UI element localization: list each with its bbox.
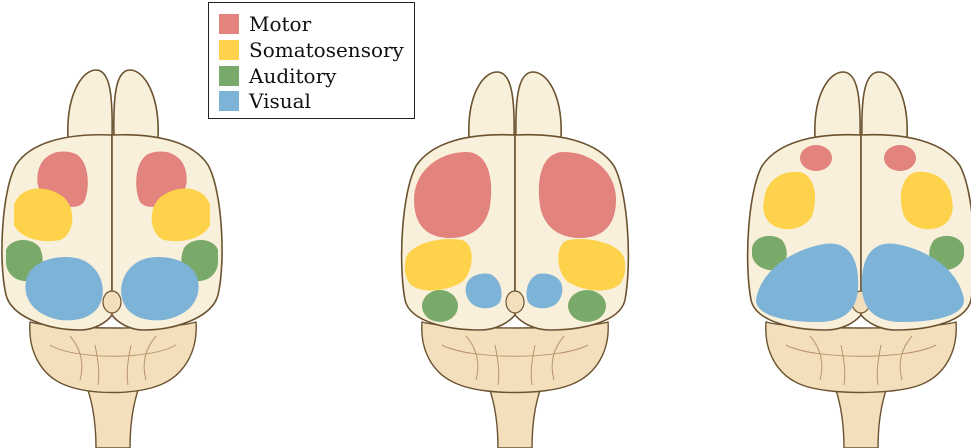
somatosensory-area-right [151,188,210,242]
olfactory-bulb-left [67,69,113,139]
visual-area-right [861,243,964,322]
legend-swatch-somatosensory [219,40,239,60]
visual-area-right [526,273,563,309]
pineal [505,290,525,314]
brain-middle [400,71,630,448]
legend-swatch-motor [219,14,239,34]
auditory-area-left [422,290,458,322]
auditory-area-left [752,235,787,271]
somatosensory-area-left [763,171,816,230]
pineal [102,290,122,314]
somatosensory-area-left [404,238,472,291]
legend-item-visual: Visual [219,89,311,113]
legend-item-somatosensory: Somatosensory [219,38,404,62]
somatosensory-area-right [900,171,953,230]
legend-label-auditory: Auditory [249,64,337,88]
olfactory-bulb-right [113,69,159,139]
legend-label-visual: Visual [249,89,311,113]
somatosensory-area-right [558,238,626,291]
motor-area-right [884,145,916,171]
legend-label-motor: Motor [249,12,312,36]
brain-left [1,69,223,448]
olfactory-bulb-left [814,71,861,139]
motor-area-right [538,152,616,238]
visual-area-left [756,243,859,322]
cerebellum [765,321,957,394]
motor-area-left [800,145,832,171]
motor-area-left [414,152,492,238]
brain-right [746,71,971,448]
visual-area-left [465,273,502,309]
auditory-area-right [568,290,606,322]
legend-label-somatosensory: Somatosensory [249,38,404,62]
visual-area-right [121,256,199,321]
cerebellum [29,321,197,394]
olfactory-bulb-right [515,71,562,139]
legend-swatch-auditory [219,66,239,86]
legend-item-motor: Motor [219,12,311,36]
cerebellum [421,321,609,394]
olfactory-bulb-right [861,71,908,139]
somatosensory-area-left [14,188,73,242]
legend-item-auditory: Auditory [219,64,336,88]
legend: Motor Somatosensory Auditory Visual [208,2,415,119]
olfactory-bulb-left [468,71,515,139]
visual-area-left [25,256,103,321]
legend-swatch-visual [219,91,239,111]
